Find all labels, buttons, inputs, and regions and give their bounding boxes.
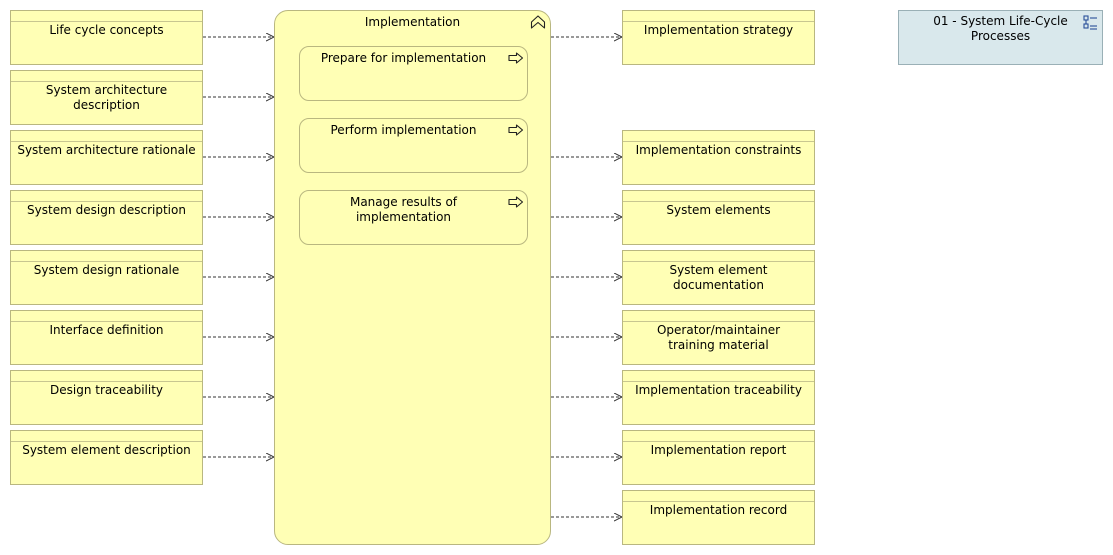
output-object-label: Implementation traceability bbox=[635, 383, 802, 397]
process-icon bbox=[530, 15, 546, 29]
output-object-label: Implementation constraints bbox=[635, 143, 802, 157]
activity-prepare-for-implementation[interactable]: Prepare for implementation bbox=[299, 46, 528, 101]
input-object-system-architecture-rationale[interactable]: System architecture rationale bbox=[10, 130, 203, 185]
input-object-design-traceability[interactable]: Design traceability bbox=[10, 370, 203, 425]
grouping-icon bbox=[1083, 15, 1097, 30]
group-system-life-cycle-processes[interactable]: 01 - System Life-Cycle Processes bbox=[898, 10, 1103, 65]
input-object-label: System design rationale bbox=[33, 263, 180, 277]
output-object-implementation-report[interactable]: Implementation report bbox=[622, 430, 815, 485]
input-object-system-design-description[interactable]: System design description bbox=[10, 190, 203, 245]
process-implementation[interactable]: Implementation Prepare for implementatio… bbox=[274, 10, 551, 545]
output-object-label: Implementation strategy bbox=[643, 23, 794, 37]
output-object-implementation-constraints[interactable]: Implementation constraints bbox=[622, 130, 815, 185]
input-object-system-design-rationale[interactable]: System design rationale bbox=[10, 250, 203, 305]
input-object-label: Design traceability bbox=[50, 383, 163, 397]
process-title: Implementation bbox=[364, 15, 461, 29]
activity-perform-implementation[interactable]: Perform implementation bbox=[299, 118, 528, 173]
group-label: 01 - System Life-Cycle Processes bbox=[933, 14, 1068, 43]
object-header-band bbox=[623, 441, 814, 442]
object-header-band bbox=[623, 501, 814, 502]
input-object-label: System architecture rationale bbox=[17, 143, 196, 157]
activity-label: Prepare for implementation bbox=[320, 51, 487, 65]
input-object-label: Life cycle concepts bbox=[49, 23, 164, 37]
output-object-implementation-traceability[interactable]: Implementation traceability bbox=[622, 370, 815, 425]
input-object-label: System design description bbox=[27, 203, 186, 217]
input-object-life-cycle-concepts[interactable]: Life cycle concepts bbox=[10, 10, 203, 65]
output-object-label: Implementation record bbox=[649, 503, 788, 517]
object-header-band bbox=[623, 21, 814, 22]
activity-manage-results-of-implementation[interactable]: Manage results of implementation bbox=[299, 190, 528, 245]
object-header-band bbox=[11, 201, 202, 202]
object-header-band bbox=[623, 201, 814, 202]
output-object-label: System element documentation bbox=[669, 263, 768, 292]
activity-label: Perform implementation bbox=[330, 123, 477, 137]
output-object-label: Implementation report bbox=[650, 443, 787, 457]
output-object-system-elements[interactable]: System elements bbox=[622, 190, 815, 245]
object-header-band bbox=[11, 381, 202, 382]
input-object-interface-definition[interactable]: Interface definition bbox=[10, 310, 203, 365]
output-object-label: System elements bbox=[666, 203, 771, 217]
output-object-operator-maintainer-training-material[interactable]: Operator/maintainer training material bbox=[622, 310, 815, 365]
output-object-implementation-strategy[interactable]: Implementation strategy bbox=[622, 10, 815, 65]
input-object-label: System element description bbox=[22, 443, 191, 457]
object-header-band bbox=[623, 141, 814, 142]
object-header-band bbox=[11, 321, 202, 322]
process-arrow-icon bbox=[508, 52, 524, 64]
activity-label: Manage results of implementation bbox=[349, 195, 458, 224]
process-arrow-icon bbox=[508, 196, 524, 208]
output-object-label: Operator/maintainer training material bbox=[656, 323, 781, 352]
object-header-band bbox=[623, 381, 814, 382]
input-object-system-architecture-description[interactable]: System architecture description bbox=[10, 70, 203, 125]
input-object-label: System architecture description bbox=[45, 83, 168, 112]
object-header-band bbox=[11, 21, 202, 22]
output-object-system-element-documentation[interactable]: System element documentation bbox=[622, 250, 815, 305]
object-header-band bbox=[11, 141, 202, 142]
output-object-implementation-record[interactable]: Implementation record bbox=[622, 490, 815, 545]
object-header-band bbox=[11, 81, 202, 82]
process-arrow-icon bbox=[508, 124, 524, 136]
input-object-system-element-description[interactable]: System element description bbox=[10, 430, 203, 485]
object-header-band bbox=[623, 261, 814, 262]
input-object-label: Interface definition bbox=[49, 323, 164, 337]
object-header-band bbox=[623, 321, 814, 322]
object-header-band bbox=[11, 441, 202, 442]
object-header-band bbox=[11, 261, 202, 262]
